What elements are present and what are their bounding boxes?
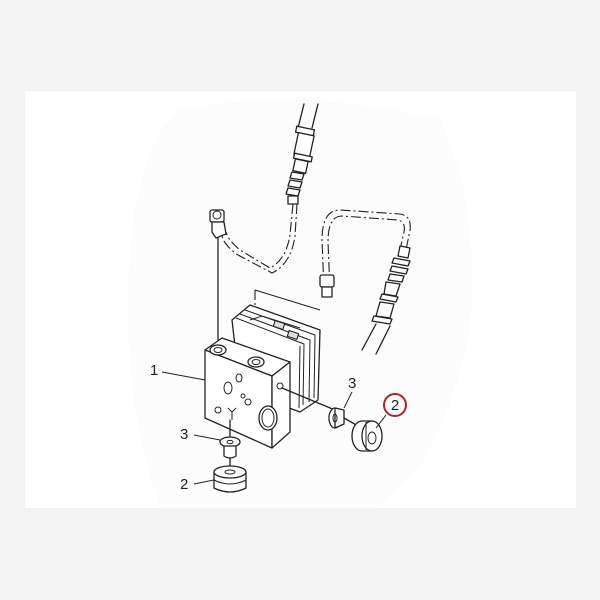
callout-2-right-highlighted: 2 [383,393,407,417]
right-brake-hose [361,245,411,355]
callout-3-left: 3 [180,426,189,443]
left-collar-and-damper [213,419,247,493]
left-banjo-fitting [209,209,227,341]
callout-1: 1 [150,362,159,379]
right-collar-and-damper [328,407,383,452]
callout-3-right: 3 [348,375,357,392]
right-brake-pipe [319,209,411,298]
abs-hydraulic-unit [204,304,321,449]
callout-2-left: 2 [180,476,189,493]
upper-brake-hose [221,103,319,274]
